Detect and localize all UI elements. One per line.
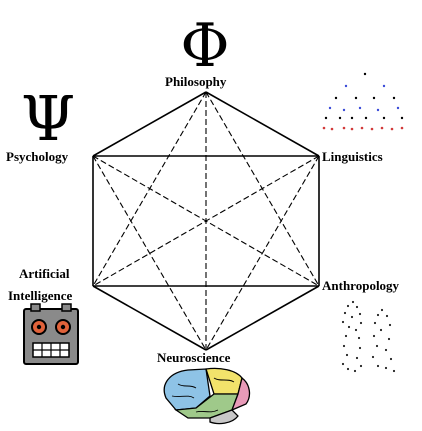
brain-icon bbox=[163, 367, 251, 425]
edge-linguistics-neuroscience bbox=[205, 155, 320, 351]
robot-face-icon bbox=[23, 303, 79, 365]
neuroscience-label: Neuroscience bbox=[157, 350, 231, 365]
diagram-edges bbox=[92, 91, 320, 351]
human-figures-icon bbox=[341, 300, 396, 373]
philosophy-label: Philosophy bbox=[165, 74, 227, 89]
edge-psychology-philosophy bbox=[92, 91, 207, 157]
psychology-label: Psychology bbox=[6, 149, 69, 164]
phi-symbol-icon: Φ bbox=[180, 11, 229, 81]
edge-psychology-neuroscience bbox=[92, 155, 207, 351]
ai-label-line2: Intelligence bbox=[8, 288, 73, 303]
syntax-tree-icon bbox=[322, 72, 404, 131]
anthropology-label: Anthropology bbox=[322, 278, 400, 293]
edge-philosophy-linguistics bbox=[205, 91, 320, 157]
linguistics-label: Linguistics bbox=[322, 149, 383, 164]
ai-label-line1: Artificial bbox=[19, 266, 70, 281]
edge-neuroscience-ai bbox=[92, 285, 207, 351]
edge-anthropology-neuroscience bbox=[205, 285, 320, 351]
psi-symbol-icon: Ψ bbox=[21, 82, 75, 155]
